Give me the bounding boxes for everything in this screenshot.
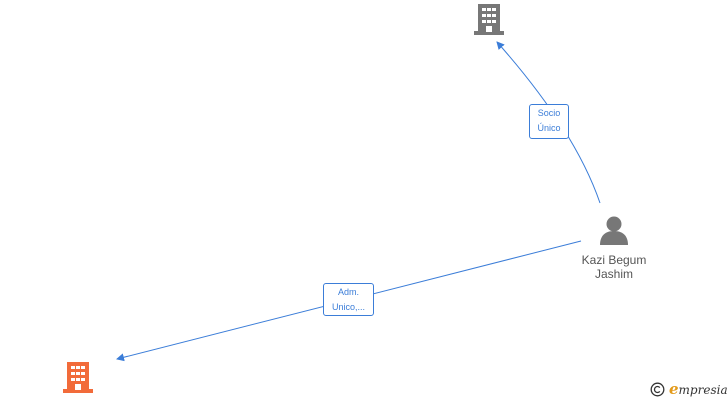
edge-label-line2: Único	[537, 123, 561, 133]
brand-name-rest: mpresia	[678, 383, 728, 397]
building-icon[interactable]	[63, 362, 93, 393]
copyright-icon	[650, 382, 665, 396]
brand-logo[interactable]: empresia	[650, 380, 728, 398]
edge-label-adm[interactable]: Adm. Unico,...	[323, 283, 374, 316]
person-name[interactable]: Kazi Begum Jashim	[572, 253, 656, 281]
edge-label-socio[interactable]: Socio Único	[529, 104, 569, 139]
edge-label-line1: Adm.	[337, 287, 359, 297]
brand-name: empresia	[669, 380, 728, 398]
edge-label-line2: Unico,...	[331, 302, 365, 312]
person-name-line1: Kazi Begum	[581, 253, 647, 267]
brand-initial: e	[669, 380, 679, 398]
person-name-line2: Jashim	[594, 267, 633, 281]
building-icon[interactable]	[474, 4, 504, 35]
person-icon[interactable]	[600, 216, 628, 246]
edge-label-line1: Socio	[537, 108, 561, 118]
